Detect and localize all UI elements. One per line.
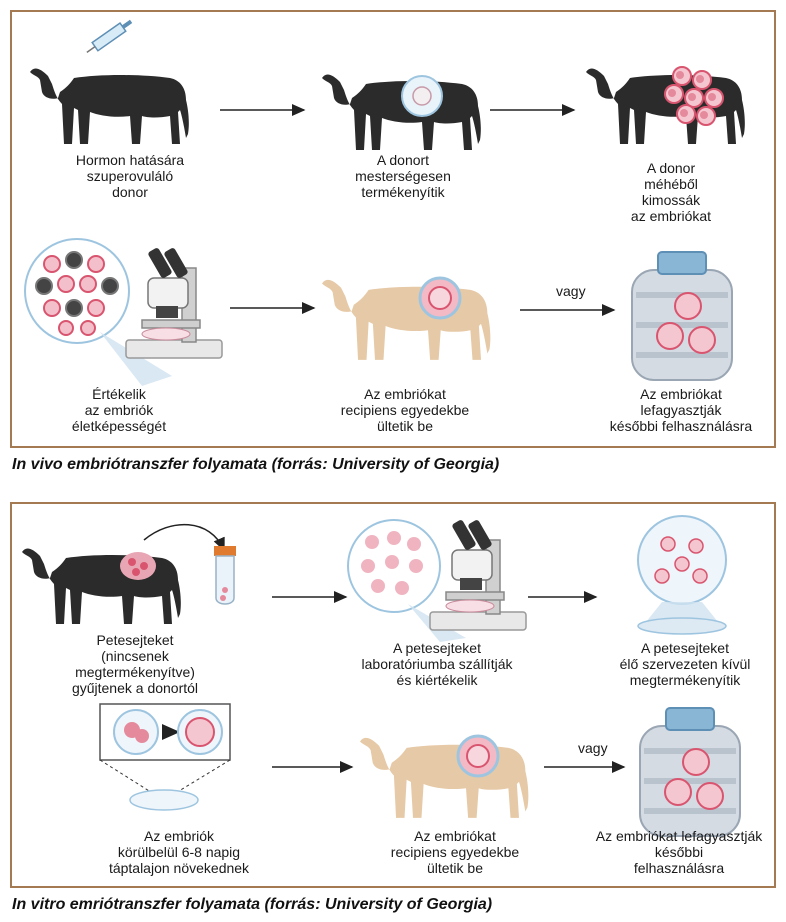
test-tube-icon — [214, 546, 236, 605]
arrow-1 — [220, 104, 306, 116]
invitro-cryo-tank-icon — [639, 707, 741, 837]
oocyte-zoom-circle — [347, 519, 466, 642]
invitro-step4-label: Az embriók körülbelül 6-8 napig táptalaj… — [108, 828, 250, 876]
invitro-step6-label: Az embriókat lefagyasztják későbbi felha… — [595, 828, 763, 876]
or-label-1: vagy — [556, 283, 586, 299]
culture-inset-icon — [99, 703, 231, 811]
or-label-2: vagy — [578, 740, 608, 756]
microscope-icon — [125, 246, 223, 359]
embryo-zoom-circle — [24, 238, 172, 386]
invivo-step3-label: A donor méhéből kimossák az embriókat — [630, 160, 712, 224]
arrow-2 — [490, 104, 576, 116]
invitro-recipient-cow-icon — [360, 734, 529, 818]
cryo-tank-icon — [631, 251, 733, 381]
invitro-step3-label: A petesejteket élő szervezeten kívül meg… — [619, 640, 751, 688]
invivo-step6-label: Az embriókat lefagyasztják későbbi felha… — [609, 386, 753, 434]
donor-cow-icon — [30, 68, 189, 144]
inseminated-cow-icon — [322, 74, 481, 150]
lab-microscope-icon — [429, 518, 527, 631]
syringe-icon — [86, 19, 133, 54]
arrow-8 — [544, 761, 626, 773]
curved-arrow — [143, 523, 225, 552]
recipient-cow-icon — [322, 276, 491, 360]
invitro-step2-label: A petesejteket laboratóriumba szállítják… — [361, 640, 513, 688]
invitro-step1-label: Petesejteket (nincsenek megtermékenyítve… — [71, 632, 199, 696]
arrow-3 — [230, 302, 316, 314]
flushed-cow-icon — [586, 66, 745, 144]
arrow-4 — [520, 304, 616, 316]
arrow-5 — [272, 591, 348, 603]
invivo-step2-label: A donort mesterségesen termékenyítik — [355, 152, 451, 200]
invivo-step1-label: Hormon hatására szuperovuláló donor — [75, 152, 185, 200]
arrow-6 — [528, 591, 598, 603]
invitro-step5-label: Az embriókat recipiens egyedekbe ültetik… — [390, 828, 520, 876]
fertilization-dish-icon — [637, 515, 727, 635]
invivo-step4-label: Értékelik az embriók életképességét — [71, 386, 167, 434]
invitro-caption: In vitro emriótranszfer folyamata (forrá… — [12, 896, 493, 913]
arrow-7 — [272, 761, 354, 773]
invivo-caption: In vivo embriótranszfer folyamata (forrá… — [12, 456, 500, 473]
oocyte-donor-cow-icon — [22, 548, 181, 624]
invivo-step5-label: Az embriókat recipiens egyedekbe ültetik… — [340, 386, 470, 434]
